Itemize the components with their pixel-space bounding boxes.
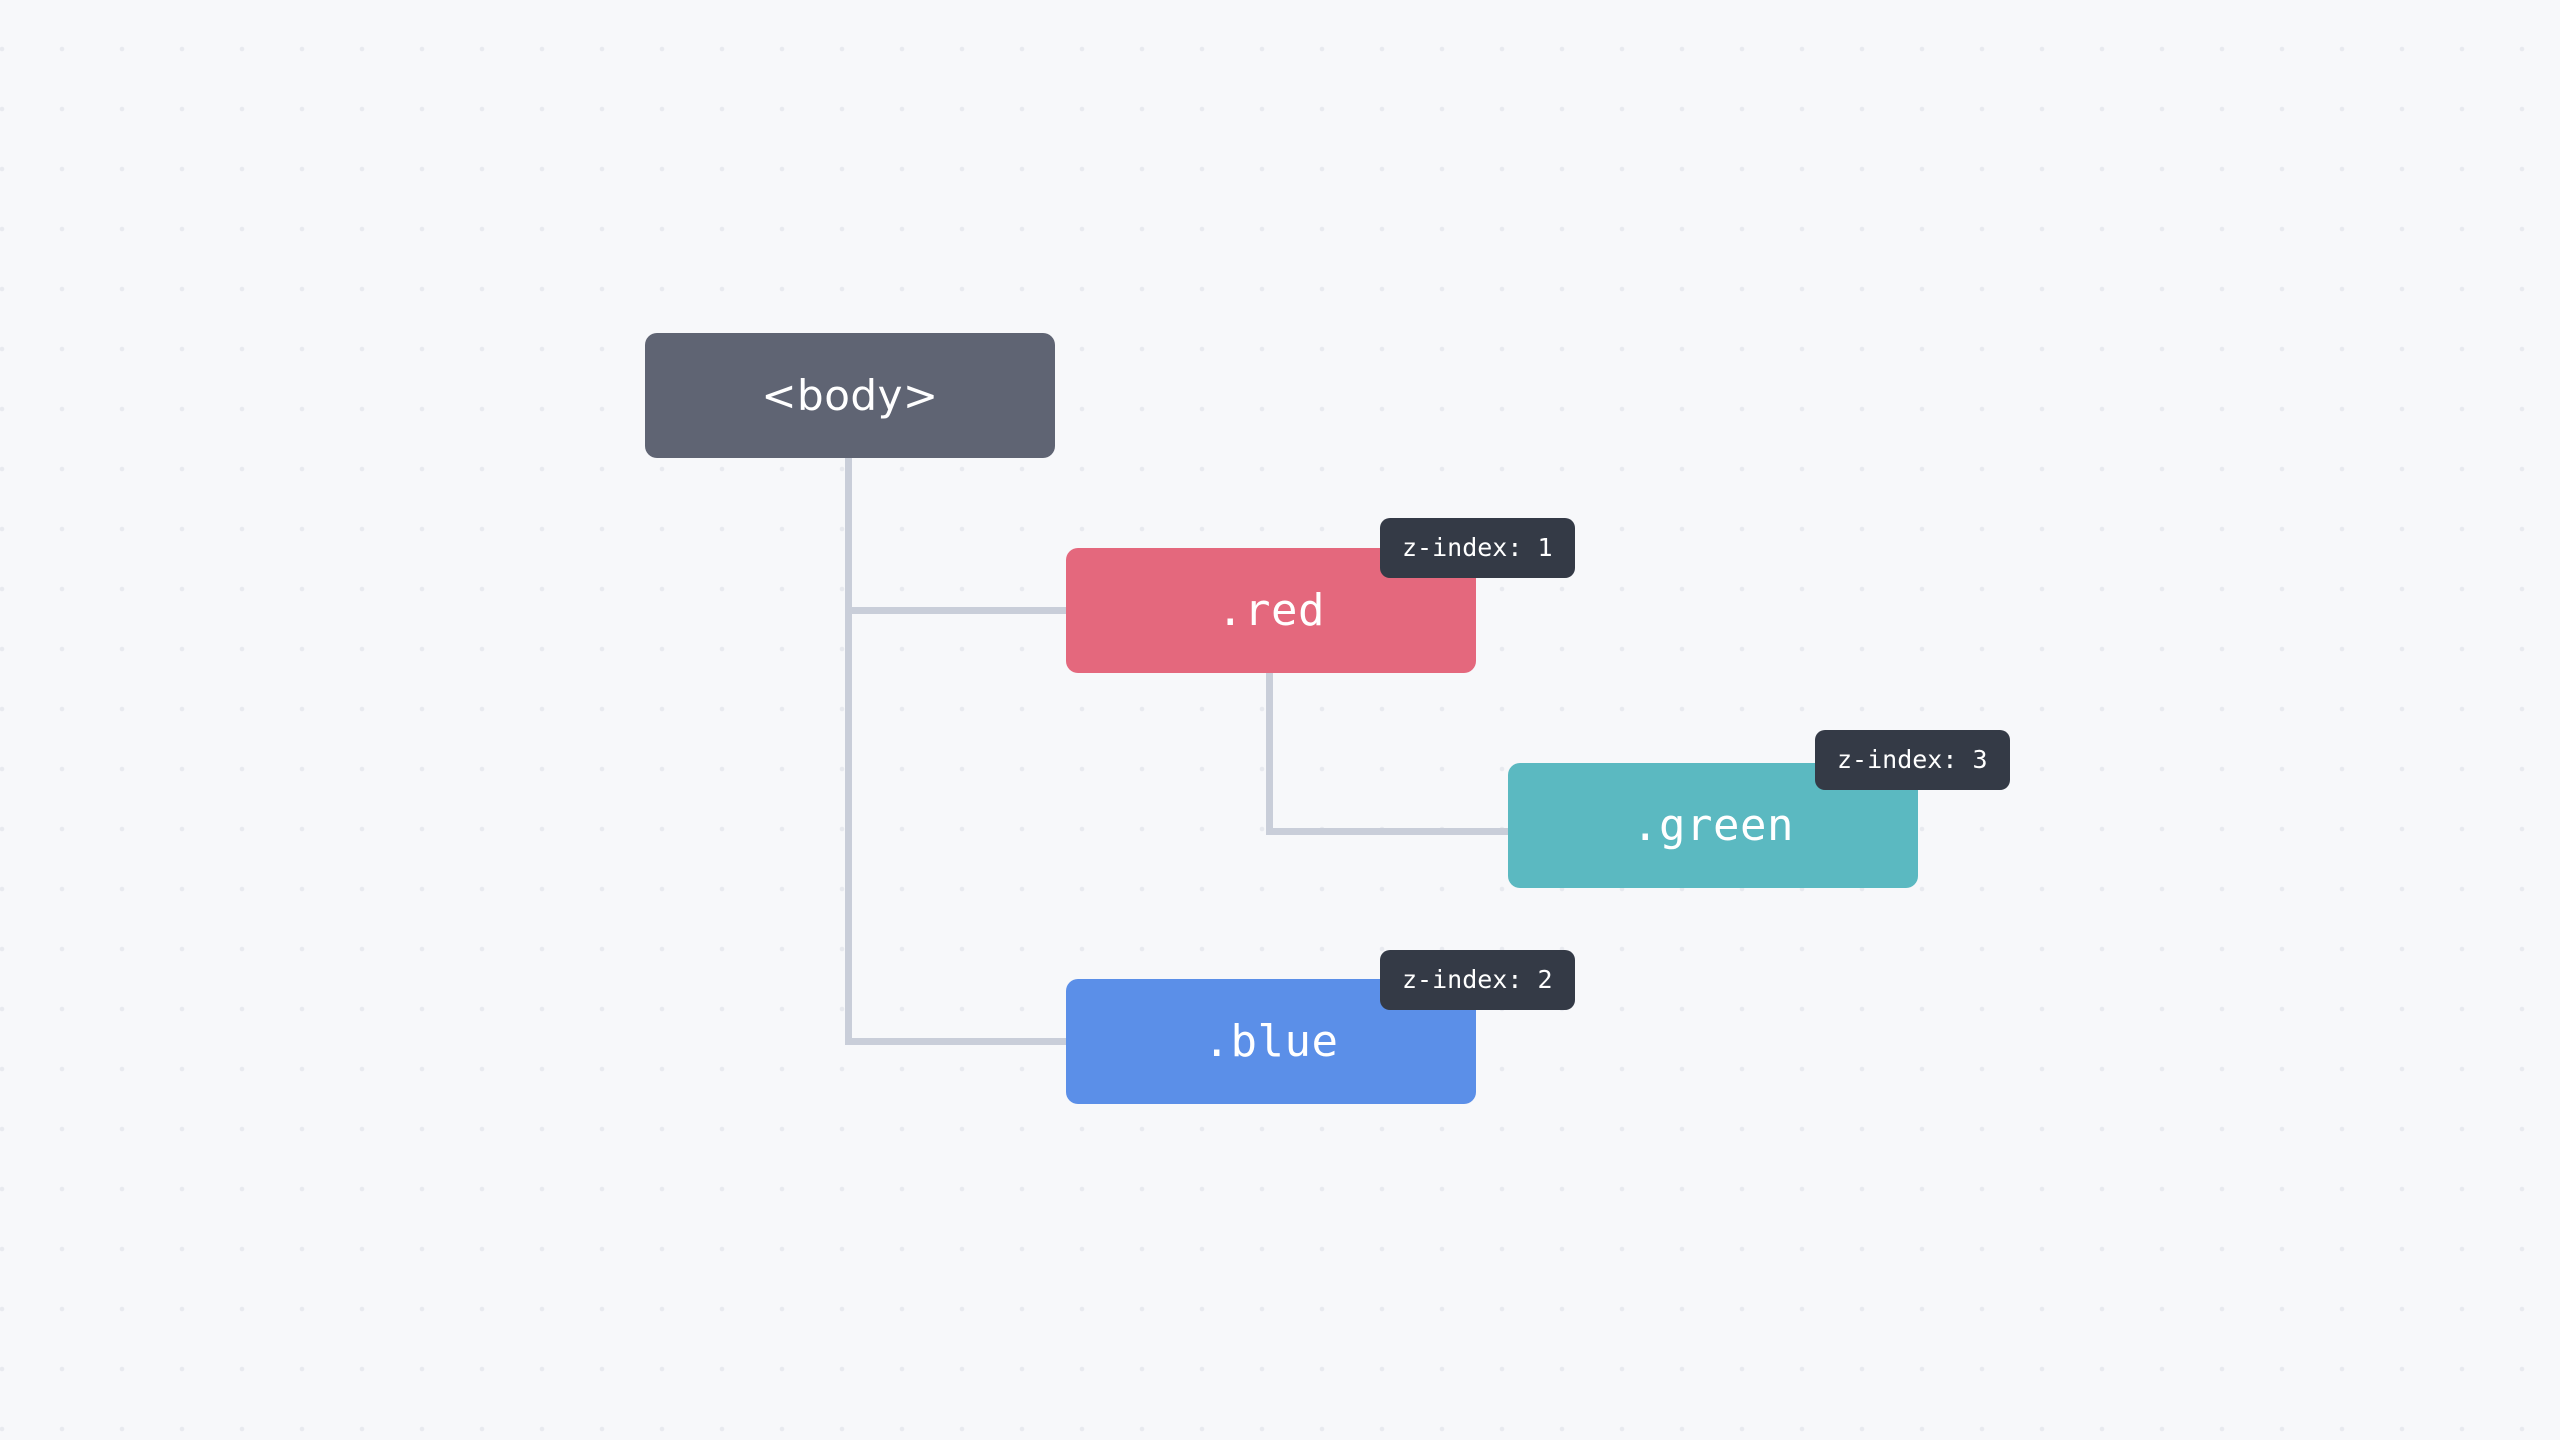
z-index-badge-red: z-index: 1 <box>1380 518 1575 578</box>
node-green-label: .green <box>1632 799 1794 851</box>
node-body-label: <body> <box>761 370 939 420</box>
node-blue-label: .blue <box>1203 1015 1339 1067</box>
node-red-label: .red <box>1217 584 1325 636</box>
edge-red-to-green-vertical <box>1266 672 1273 835</box>
edge-body-to-red-horizontal <box>845 607 1073 614</box>
edge-body-to-blue-horizontal <box>845 1038 1073 1045</box>
edge-red-to-green-horizontal <box>1266 828 1516 835</box>
edge-body-trunk-vertical <box>845 457 852 1045</box>
node-blue[interactable]: .blue <box>1066 979 1476 1104</box>
node-body[interactable]: <body> <box>645 333 1055 458</box>
z-index-badge-green: z-index: 3 <box>1815 730 2010 790</box>
z-index-badge-blue: z-index: 2 <box>1380 950 1575 1010</box>
